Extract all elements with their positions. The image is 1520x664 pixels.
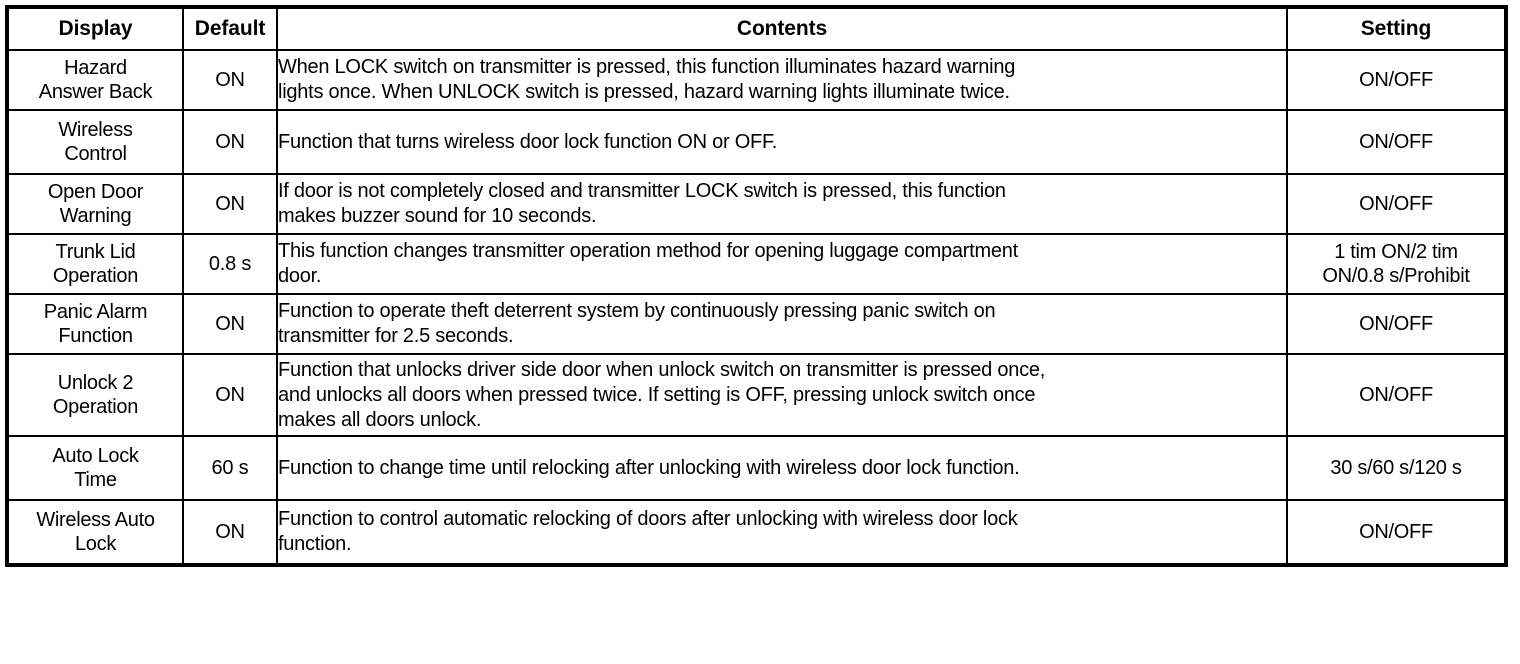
setting-line-1: ON/OFF [1359,193,1433,215]
contents-line-3: makes all doors unlock. [278,408,482,431]
cell-display: Wireless Auto Lock [6,499,184,566]
display-line-1: Panic Alarm [43,301,148,323]
table-row: Wireless Control ON Function that turns … [6,109,1507,175]
cell-display: Trunk Lid Operation [6,233,184,295]
display-line-2: Lock [74,533,117,555]
column-header-setting: Setting [1286,6,1507,51]
contents-line-1: When LOCK switch on transmitter is press… [278,56,1016,78]
cell-display: Open Door Warning [6,173,184,235]
cell-contents: Function that turns wireless door lock f… [276,109,1288,175]
cell-display: Hazard Answer Back [6,49,184,111]
table-row: Panic Alarm Function ON Function to oper… [6,293,1507,355]
header-row: Display Default Contents Setting [6,6,1507,51]
cell-contents: If door is not completely closed and tra… [276,173,1288,235]
setting-line-1: ON/OFF [1359,313,1433,335]
display-line-1: Open Door [47,181,144,203]
contents-line-1: Function that turns wireless door lock f… [278,130,778,153]
contents-line-2: door. [278,265,322,287]
contents-line-1: If door is not completely closed and tra… [278,180,1006,202]
contents-line-2: makes buzzer sound for 10 seconds. [278,205,597,227]
setting-line-1: ON/OFF [1359,521,1433,543]
cell-default: ON [182,49,278,111]
setting-line-1: ON/OFF [1359,131,1433,153]
cell-setting: 1 tim ON/2 tim ON/0.8 s/Prohibit [1286,233,1507,295]
contents-line-2: lights once. When UNLOCK switch is press… [278,81,1010,103]
cell-display: Auto Lock Time [6,435,184,501]
display-line-2: Function [58,325,133,347]
column-header-default: Default [182,6,278,51]
setting-line-2: ON/0.8 s/Prohibit [1322,265,1470,287]
cell-setting: ON/OFF [1286,353,1507,437]
cell-default: ON [182,353,278,437]
display-line-2: Control [64,143,127,165]
setting-line-1: 1 tim ON/2 tim [1334,241,1458,263]
cell-display: Panic Alarm Function [6,293,184,355]
cell-default: 0.8 s [182,233,278,295]
contents-line-1: Function to operate theft deterrent syst… [278,300,996,322]
display-line-1: Unlock 2 [57,372,134,394]
table-row: Open Door Warning ON If door is not comp… [6,173,1507,235]
display-line-2: Time [74,469,117,491]
contents-line-2: transmitter for 2.5 seconds. [278,325,514,347]
cell-setting: ON/OFF [1286,173,1507,235]
cell-display: Wireless Control [6,109,184,175]
cell-contents: This function changes transmitter operat… [276,233,1288,295]
table-row: Trunk Lid Operation 0.8 s This function … [6,233,1507,295]
cell-contents: Function to change time until relocking … [276,435,1288,501]
cell-setting: 30 s/60 s/120 s [1286,435,1507,501]
contents-line-1: Function to control automatic relocking … [278,508,1018,530]
cell-default: ON [182,499,278,566]
cell-setting: ON/OFF [1286,499,1507,566]
cell-default: 60 s [182,435,278,501]
display-line-1: Wireless [58,119,133,141]
cell-setting: ON/OFF [1286,49,1507,111]
setting-line-1: 30 s/60 s/120 s [1330,457,1462,479]
contents-line-1: Function to change time until relocking … [278,456,1020,479]
display-line-1: Auto Lock [52,445,139,467]
contents-line-2: function. [278,533,352,555]
display-line-1: Wireless Auto [36,509,155,531]
setting-line-1: ON/OFF [1359,69,1433,91]
display-line-1: Trunk Lid [55,241,136,263]
cell-default: ON [182,293,278,355]
display-line-2: Warning [59,205,132,227]
cell-contents: Function to operate theft deterrent syst… [276,293,1288,355]
display-line-1: Hazard [64,57,127,79]
contents-line-1: This function changes transmitter operat… [278,240,1018,262]
display-line-2: Answer Back [38,81,153,103]
column-header-contents: Contents [276,6,1288,51]
cell-default: ON [182,173,278,235]
table-row: Unlock 2 Operation ON Function that unlo… [6,353,1507,437]
cell-contents: When LOCK switch on transmitter is press… [276,49,1288,111]
table-header: Display Default Contents Setting [6,6,1507,51]
cell-default: ON [182,109,278,175]
column-header-display: Display [6,6,184,51]
table-row: Wireless Auto Lock ON Function to contro… [6,499,1507,566]
cell-display: Unlock 2 Operation [6,353,184,437]
setting-line-1: ON/OFF [1359,384,1433,406]
contents-line-2: and unlocks all doors when pressed twice… [278,383,1036,406]
display-line-2: Operation [52,265,139,287]
wireless-door-lock-settings-table: Display Default Contents Setting Hazard … [5,5,1508,567]
cell-contents: Function that unlocks driver side door w… [276,353,1288,437]
display-line-2: Operation [52,396,139,418]
cell-setting: ON/OFF [1286,293,1507,355]
cell-contents: Function to control automatic relocking … [276,499,1288,566]
table-row: Auto Lock Time 60 s Function to change t… [6,435,1507,501]
table-body: Hazard Answer Back ON When LOCK switch o… [6,49,1507,566]
table-row: Hazard Answer Back ON When LOCK switch o… [6,49,1507,111]
cell-setting: ON/OFF [1286,109,1507,175]
contents-line-1: Function that unlocks driver side door w… [278,358,1046,381]
